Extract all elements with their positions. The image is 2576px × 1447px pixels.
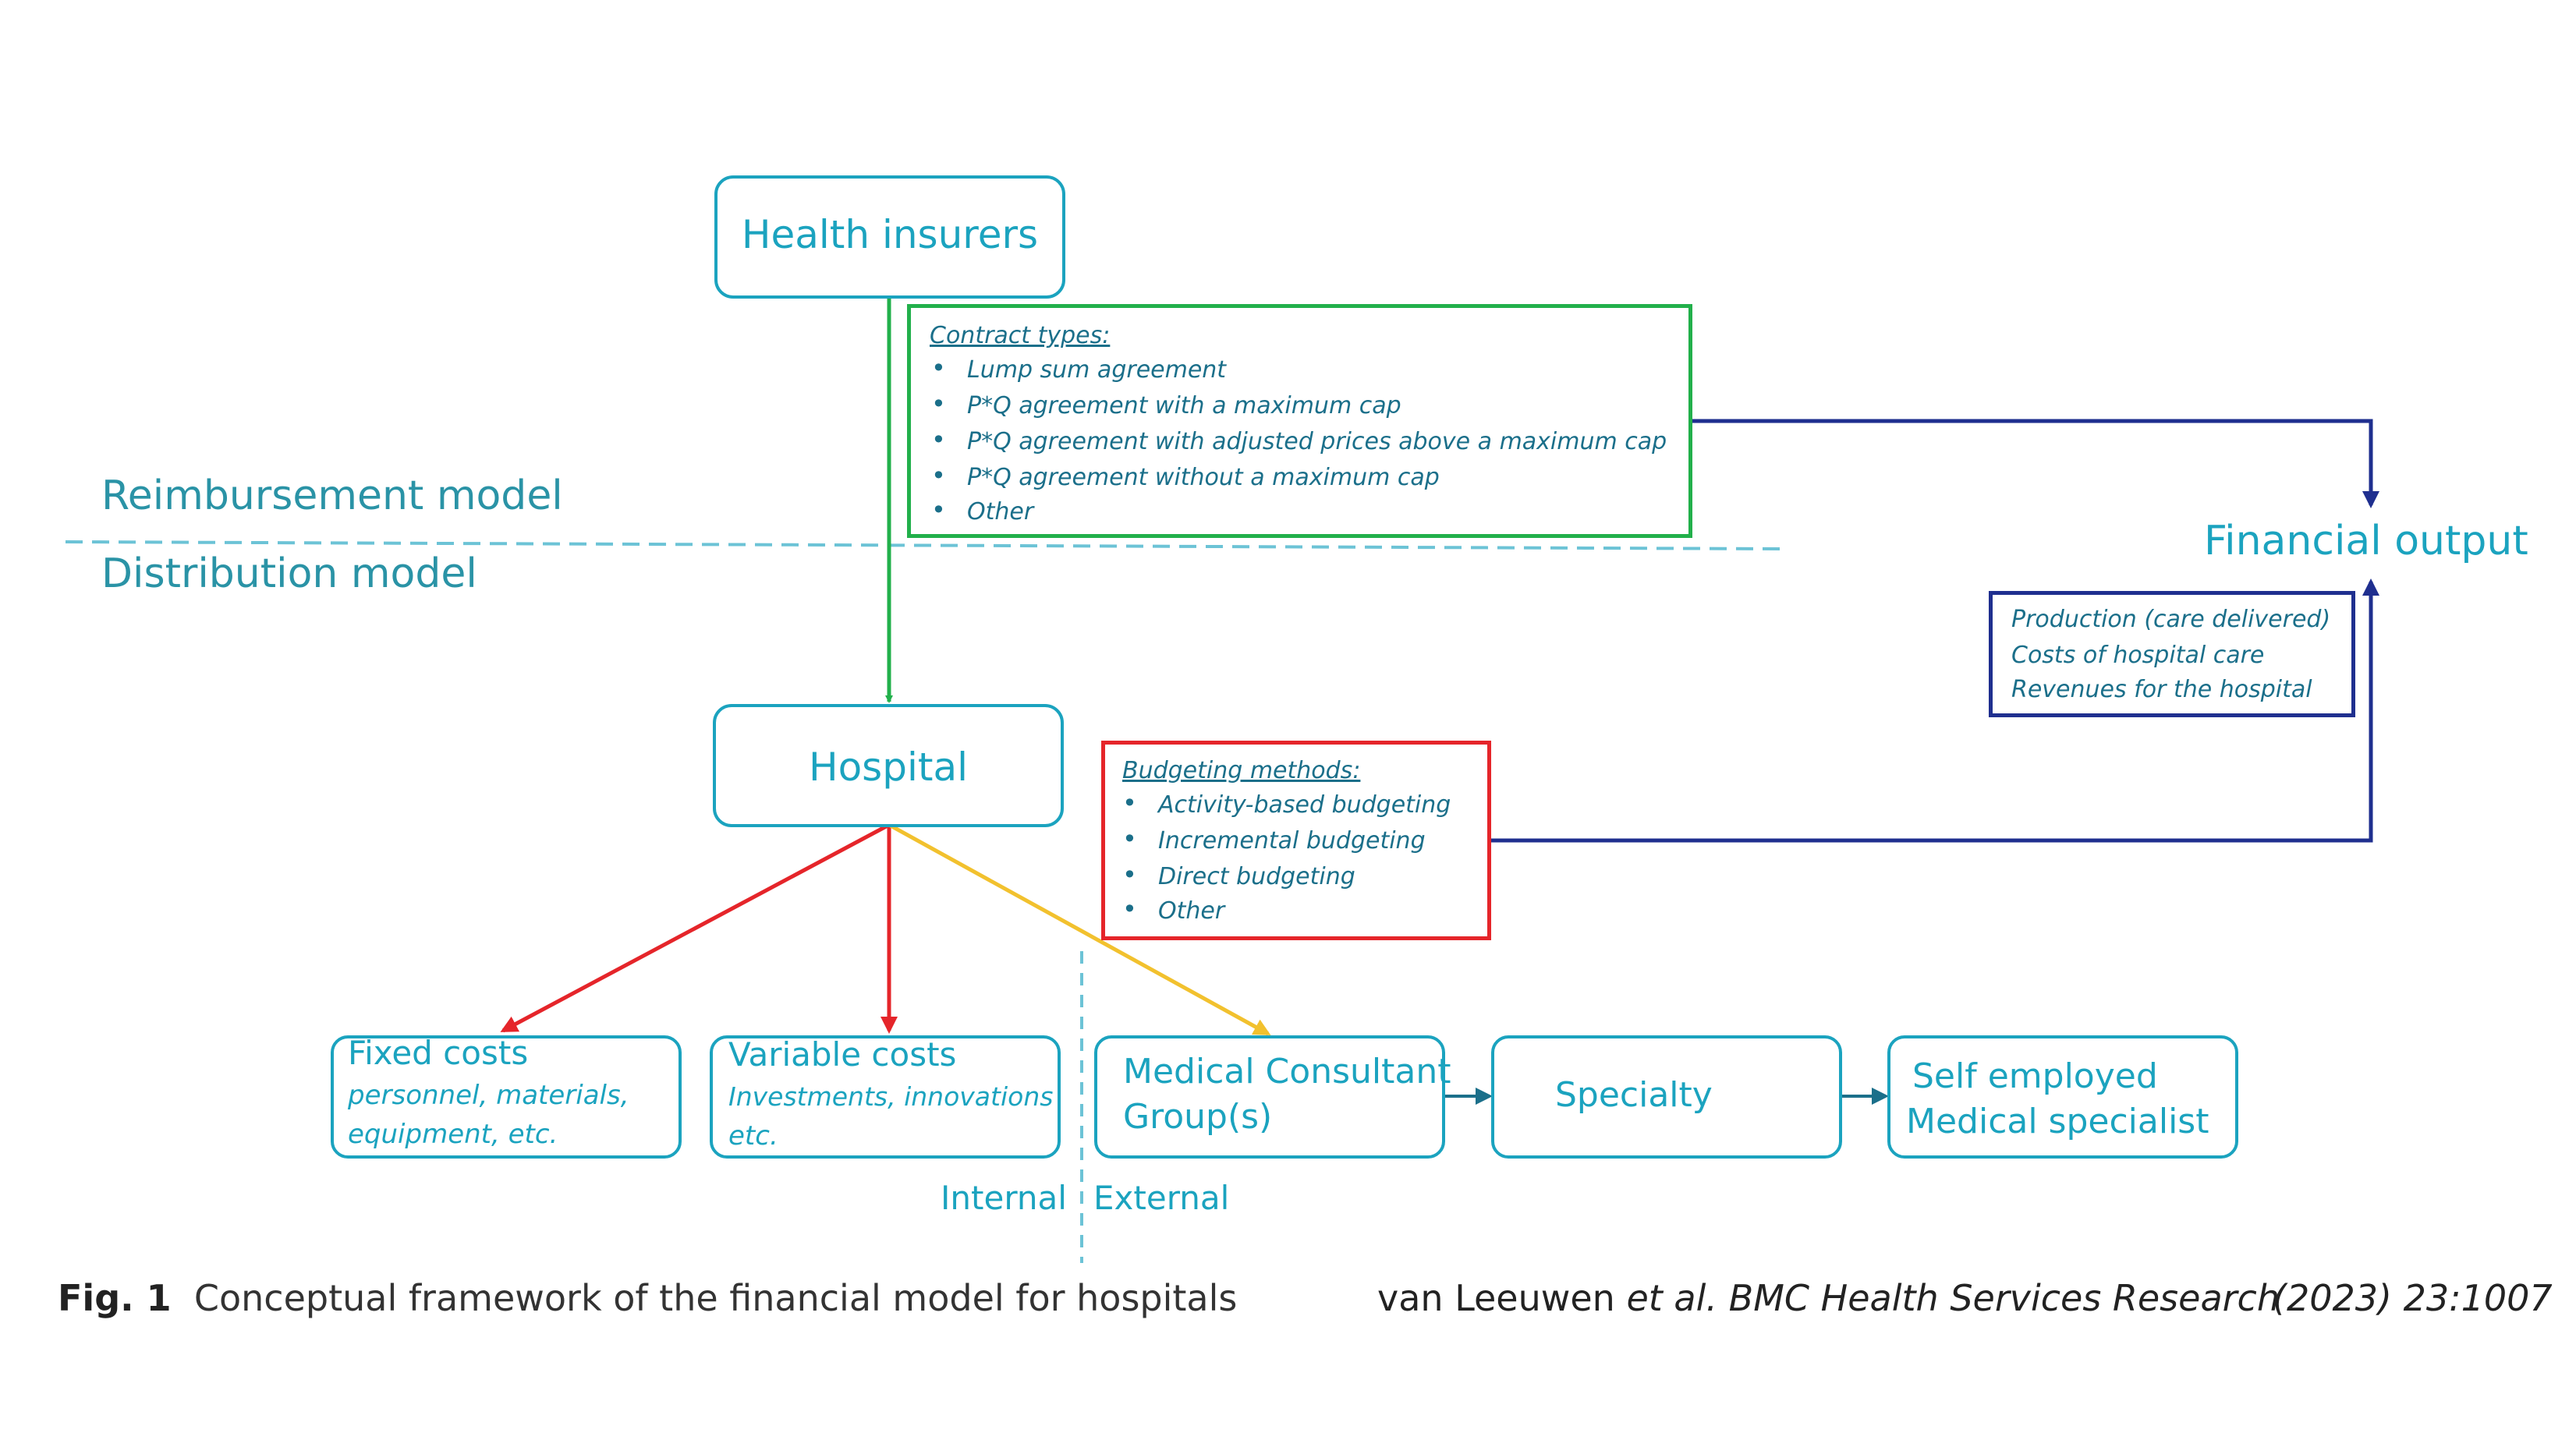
bullet-icon: •	[1122, 894, 1137, 924]
budgeting-methods-box: Budgeting methods: • Activity-based budg…	[1101, 741, 1491, 940]
bullet-icon: •	[931, 461, 946, 490]
health-insurers-label: Health insurers	[741, 212, 1039, 257]
financial-output-item: Revenues for the hospital	[2011, 676, 2312, 703]
contract-types-box: Contract types: • Lump sum agreement • P…	[907, 304, 1692, 538]
contract-type-item: Other	[967, 498, 1034, 525]
contract-type-item: P*Q agreement with adjusted prices above…	[967, 428, 1667, 455]
bullet-icon: •	[1122, 824, 1137, 854]
hospital-to-fixed-costs-arrow	[500, 823, 891, 1033]
fixed-costs-node	[331, 1035, 682, 1159]
citation-authors: van Leeuwen	[1377, 1277, 1615, 1319]
citation-journal: van Leeuwen et al. BMC Health Services R…	[1377, 1277, 2280, 1319]
reimbursement-model-label: Reimbursement model	[101, 472, 563, 519]
contract-type-item: P*Q agreement without a maximum cap	[967, 464, 1440, 491]
self-employed-line2: Medical specialist	[1906, 1102, 2209, 1141]
medical-consultant-line2: Group(s)	[1123, 1097, 1273, 1137]
figure-caption: Fig. 1 Conceptual framework of the finan…	[58, 1277, 1237, 1319]
medical-consultant-line1: Medical Consultant	[1123, 1052, 1451, 1091]
variable-costs-node	[710, 1035, 1061, 1159]
bullet-icon: •	[1122, 788, 1137, 818]
internal-label: Internal	[941, 1179, 1067, 1217]
external-label: External	[1093, 1179, 1230, 1217]
contracts-to-output-arrow	[1691, 419, 2379, 508]
variable-costs-title: Variable costs	[728, 1035, 957, 1074]
self-employed-node	[1887, 1035, 2238, 1159]
financial-output-box: Production (care delivered) Costs of hos…	[1989, 591, 2355, 717]
budgeting-methods-heading: Budgeting methods:	[1122, 757, 1361, 784]
variable-costs-line1: Investments, innovations	[728, 1081, 1054, 1112]
fixed-costs-line1: personnel, materials,	[348, 1080, 629, 1111]
specialty-label: Specialty	[1555, 1075, 1713, 1115]
bullet-icon: •	[931, 353, 946, 383]
citation-journal-name: BMC Health Services Research	[1728, 1277, 2280, 1319]
citation-volume-text: (2023) 23:1007	[2273, 1277, 2553, 1319]
fixed-costs-line2: equipment, etc.	[348, 1119, 558, 1150]
financial-output-item: Costs of hospital care	[2011, 642, 2265, 669]
self-employed-line1: Self employed	[1912, 1056, 2158, 1096]
bullet-icon: •	[931, 495, 946, 525]
contract-type-item: P*Q agreement with a maximum cap	[967, 392, 1401, 419]
contract-types-heading: Contract types:	[930, 322, 1111, 349]
distribution-model-label: Distribution model	[101, 550, 477, 597]
figure-caption-text: Conceptual framework of the financial mo…	[193, 1277, 1238, 1319]
budgeting-method-item: Other	[1158, 897, 1225, 925]
variable-costs-line2: etc.	[728, 1120, 778, 1152]
model-divider-line	[65, 540, 1787, 550]
budgeting-method-item: Activity-based budgeting	[1158, 791, 1451, 819]
hospital-node	[713, 704, 1064, 827]
health-insurers-node	[714, 175, 1065, 299]
specialty-node	[1491, 1035, 1842, 1159]
hospital-label: Hospital	[808, 745, 968, 790]
contract-type-item: Lump sum agreement	[967, 356, 1227, 384]
bullet-icon: •	[1122, 860, 1137, 890]
budgeting-to-output-arrow	[1491, 578, 2379, 843]
financial-output-item: Production (care delivered)	[2011, 606, 2331, 633]
bullet-icon: •	[931, 389, 946, 419]
bullet-icon: •	[931, 425, 946, 455]
budgeting-method-item: Incremental budgeting	[1158, 827, 1426, 854]
hospital-to-consultant-arrow	[888, 823, 1271, 1036]
financial-output-label: Financial output	[2204, 518, 2528, 564]
fixed-costs-title: Fixed costs	[348, 1034, 529, 1072]
figure-label: Fig. 1	[58, 1277, 172, 1319]
medical-consultant-node	[1094, 1035, 1445, 1159]
budgeting-method-item: Direct budgeting	[1158, 863, 1355, 890]
citation-volume: (2023) 23:1007	[2273, 1277, 2553, 1319]
citation-etal: et al.	[1626, 1277, 1718, 1319]
